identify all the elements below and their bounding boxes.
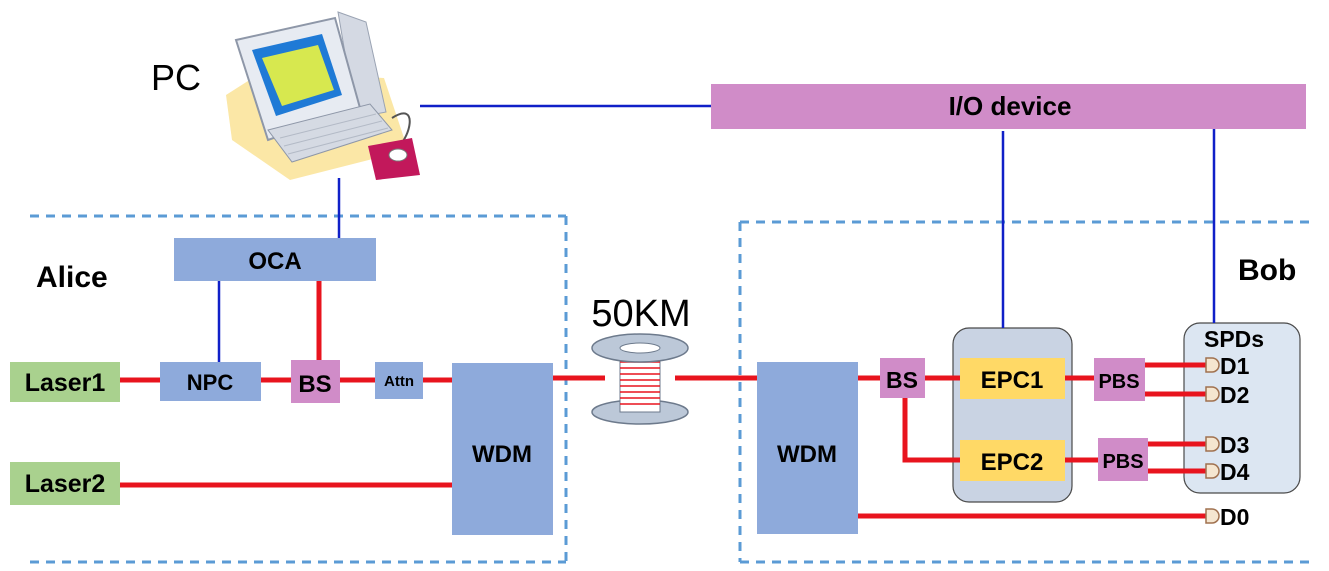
electrical-links [217, 104, 1216, 364]
laser1-label: Laser1 [25, 369, 106, 397]
d3-label: D3 [1220, 432, 1249, 458]
pbs2-block [1098, 438, 1148, 481]
bs-bob-block [880, 358, 925, 398]
detector-d0: D0 [1205, 504, 1249, 530]
bs-alice-block [291, 360, 340, 403]
detector-d1: D1 [1205, 353, 1250, 379]
attn-label: Attn [384, 373, 414, 390]
d2-label: D2 [1220, 382, 1249, 408]
d1-label: D1 [1220, 353, 1250, 379]
photodetector-icon [1205, 357, 1220, 373]
photodetector-icon [1205, 508, 1220, 524]
epc1-label: EPC1 [981, 367, 1044, 394]
spds-label: SPDs [1204, 326, 1264, 352]
photodetector-icon [1205, 436, 1220, 452]
wdm-bob-label: WDM [777, 441, 837, 468]
detector-d3: D3 [1205, 432, 1249, 458]
bob-label: Bob [1238, 254, 1296, 287]
oca-label: OCA [248, 248, 301, 275]
pbs2-label: PBS [1102, 451, 1143, 473]
photodetector-icon [1205, 463, 1220, 479]
wdm-alice-label: WDM [472, 441, 532, 468]
desktop-computer-icon [226, 11, 420, 180]
laser2-label: Laser2 [25, 470, 106, 498]
wdm-bob-block [757, 362, 858, 534]
fiber-length-label: 50KM [591, 293, 690, 335]
attn-block [375, 362, 423, 399]
alice-label: Alice [36, 261, 108, 294]
npc-label: NPC [187, 370, 234, 395]
d4-label: D4 [1220, 459, 1250, 485]
pc-label: PC [151, 57, 201, 98]
io-device-block [711, 84, 1306, 129]
d0-label: D0 [1220, 504, 1249, 530]
detector-d4: D4 [1205, 459, 1250, 485]
laser2-block [10, 462, 120, 505]
bob-enclosure [738, 220, 1312, 564]
pbs1-block [1094, 358, 1145, 401]
epc2-block [960, 440, 1065, 481]
pbs1-label: PBS [1098, 371, 1139, 393]
laser1-block [10, 362, 120, 402]
fiber-spool-icon [591, 333, 689, 425]
bs-alice-label: BS [298, 371, 331, 398]
optical-links [120, 281, 1206, 519]
epc1-block [960, 358, 1065, 399]
wdm-alice-block [452, 363, 553, 535]
detector-d2: D2 [1205, 382, 1249, 408]
alice-enclosure [30, 214, 568, 564]
npc-block [160, 362, 261, 401]
oca-block [174, 238, 376, 281]
bs-bob-label: BS [886, 367, 918, 393]
epc2-label: EPC2 [981, 449, 1044, 476]
io-device-label: I/O device [949, 91, 1072, 121]
photodetector-icon [1205, 386, 1220, 402]
